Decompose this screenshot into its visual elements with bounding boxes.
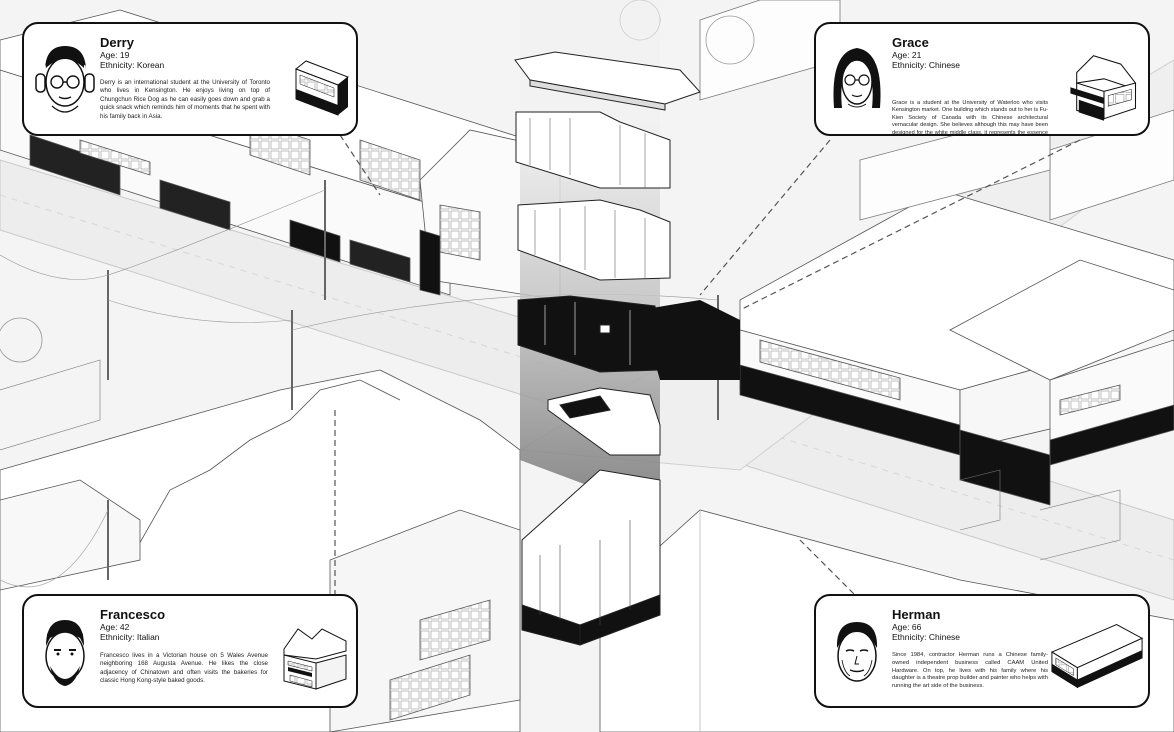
derry-portrait <box>35 46 95 113</box>
persona-leader-lines <box>334 134 1081 605</box>
persona-name: Grace <box>892 35 929 50</box>
persona-bio: Grace is a student at the University of … <box>892 100 1048 136</box>
herman-portrait <box>836 622 878 682</box>
persona-card-francesco: Francesco Age: 42 Ethnicity: Italian Fra… <box>22 594 358 708</box>
persona-age: Age: 19 <box>100 50 130 60</box>
grace-building-thumbnail <box>1070 55 1137 121</box>
persona-age: Age: 42 <box>100 622 130 632</box>
persona-card-derry: Derry Age: 19 Ethnicity: Korean Derry is… <box>22 22 358 136</box>
persona-ethnicity: Ethnicity: Italian <box>100 632 160 642</box>
persona-ethnicity: Ethnicity: Chinese <box>892 60 961 70</box>
francesco-portrait <box>45 620 85 686</box>
persona-age: Age: 21 <box>892 50 922 60</box>
persona-card-grace: Grace Age: 21 Ethnicity: Chinese Grace i… <box>814 22 1150 136</box>
persona-bio: Derry is an international student at the… <box>100 79 270 120</box>
grace-portrait <box>833 48 881 108</box>
herman-building-thumbnail <box>1050 624 1144 689</box>
persona-ethnicity: Ethnicity: Chinese <box>892 632 961 642</box>
francesco-building-thumbnail <box>283 628 347 690</box>
persona-name: Derry <box>100 35 134 50</box>
persona-card-herman: Herman Age: 66 Ethnicity: Chinese Since … <box>814 594 1150 708</box>
exploded-floors <box>514 51 701 646</box>
persona-bio: Francesco lives in a Victorian house on … <box>100 652 268 685</box>
persona-age: Age: 66 <box>892 622 922 632</box>
derry-building-thumbnail <box>295 60 349 116</box>
persona-ethnicity: Ethnicity: Korean <box>100 60 165 70</box>
persona-name: Francesco <box>100 607 166 622</box>
persona-bio: Since 1984, contractor Herman runs a Chi… <box>892 652 1048 690</box>
building-row-right <box>739 189 1174 506</box>
persona-name: Herman <box>892 607 941 622</box>
